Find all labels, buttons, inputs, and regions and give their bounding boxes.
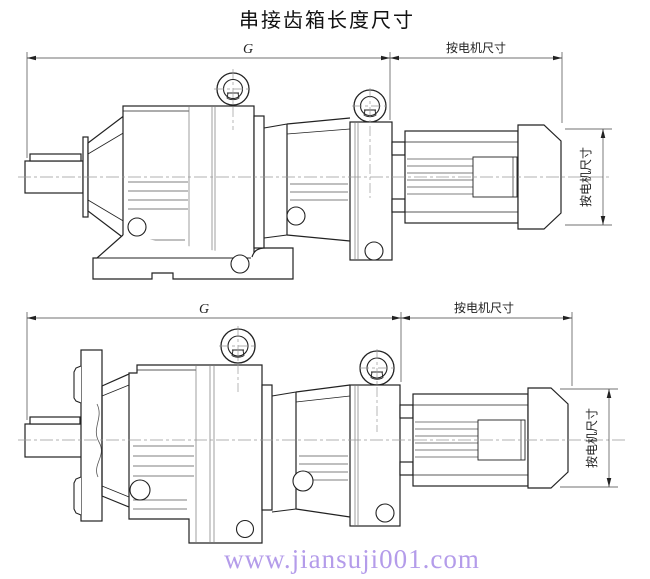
lower-drawing: G 按电机尺寸 按电机尺寸 [18, 301, 628, 544]
upper-drawing: G 按电机尺寸 按电机尺寸 [18, 41, 612, 280]
watermark-url: www.jiansuji001.com [224, 544, 480, 574]
dim-label-length: G [243, 42, 253, 57]
fan-cowl [527, 387, 569, 489]
page-title: 串接齿箱长度尺寸 [239, 9, 415, 32]
oil-plug-icon [127, 206, 384, 274]
oil-plug-icon [129, 470, 395, 539]
gearbox-body [128, 364, 273, 544]
output-shaft [24, 416, 84, 458]
eyebolt-detail [219, 326, 395, 432]
gearbox-body [122, 105, 265, 259]
dimensions-upper: G 按电机尺寸 按电机尺寸 [26, 41, 612, 226]
dim-label-motor-length: 按电机尺寸 [454, 301, 514, 315]
input-cone-housing [101, 373, 130, 508]
dim-label-length: G [199, 302, 209, 317]
dim-label-motor-length: 按电机尺寸 [446, 41, 506, 55]
dim-label-motor-height: 按电机尺寸 [585, 408, 599, 468]
dimensions-lower: G 按电机尺寸 按电机尺寸 [26, 301, 618, 488]
second-stage-gearbox [263, 117, 393, 261]
motor [399, 387, 569, 489]
dim-label-motor-height: 按电机尺寸 [579, 147, 593, 207]
eyebolt-detail [214, 69, 388, 198]
output-flange [73, 349, 103, 522]
second-stage-gearbox [271, 384, 401, 527]
